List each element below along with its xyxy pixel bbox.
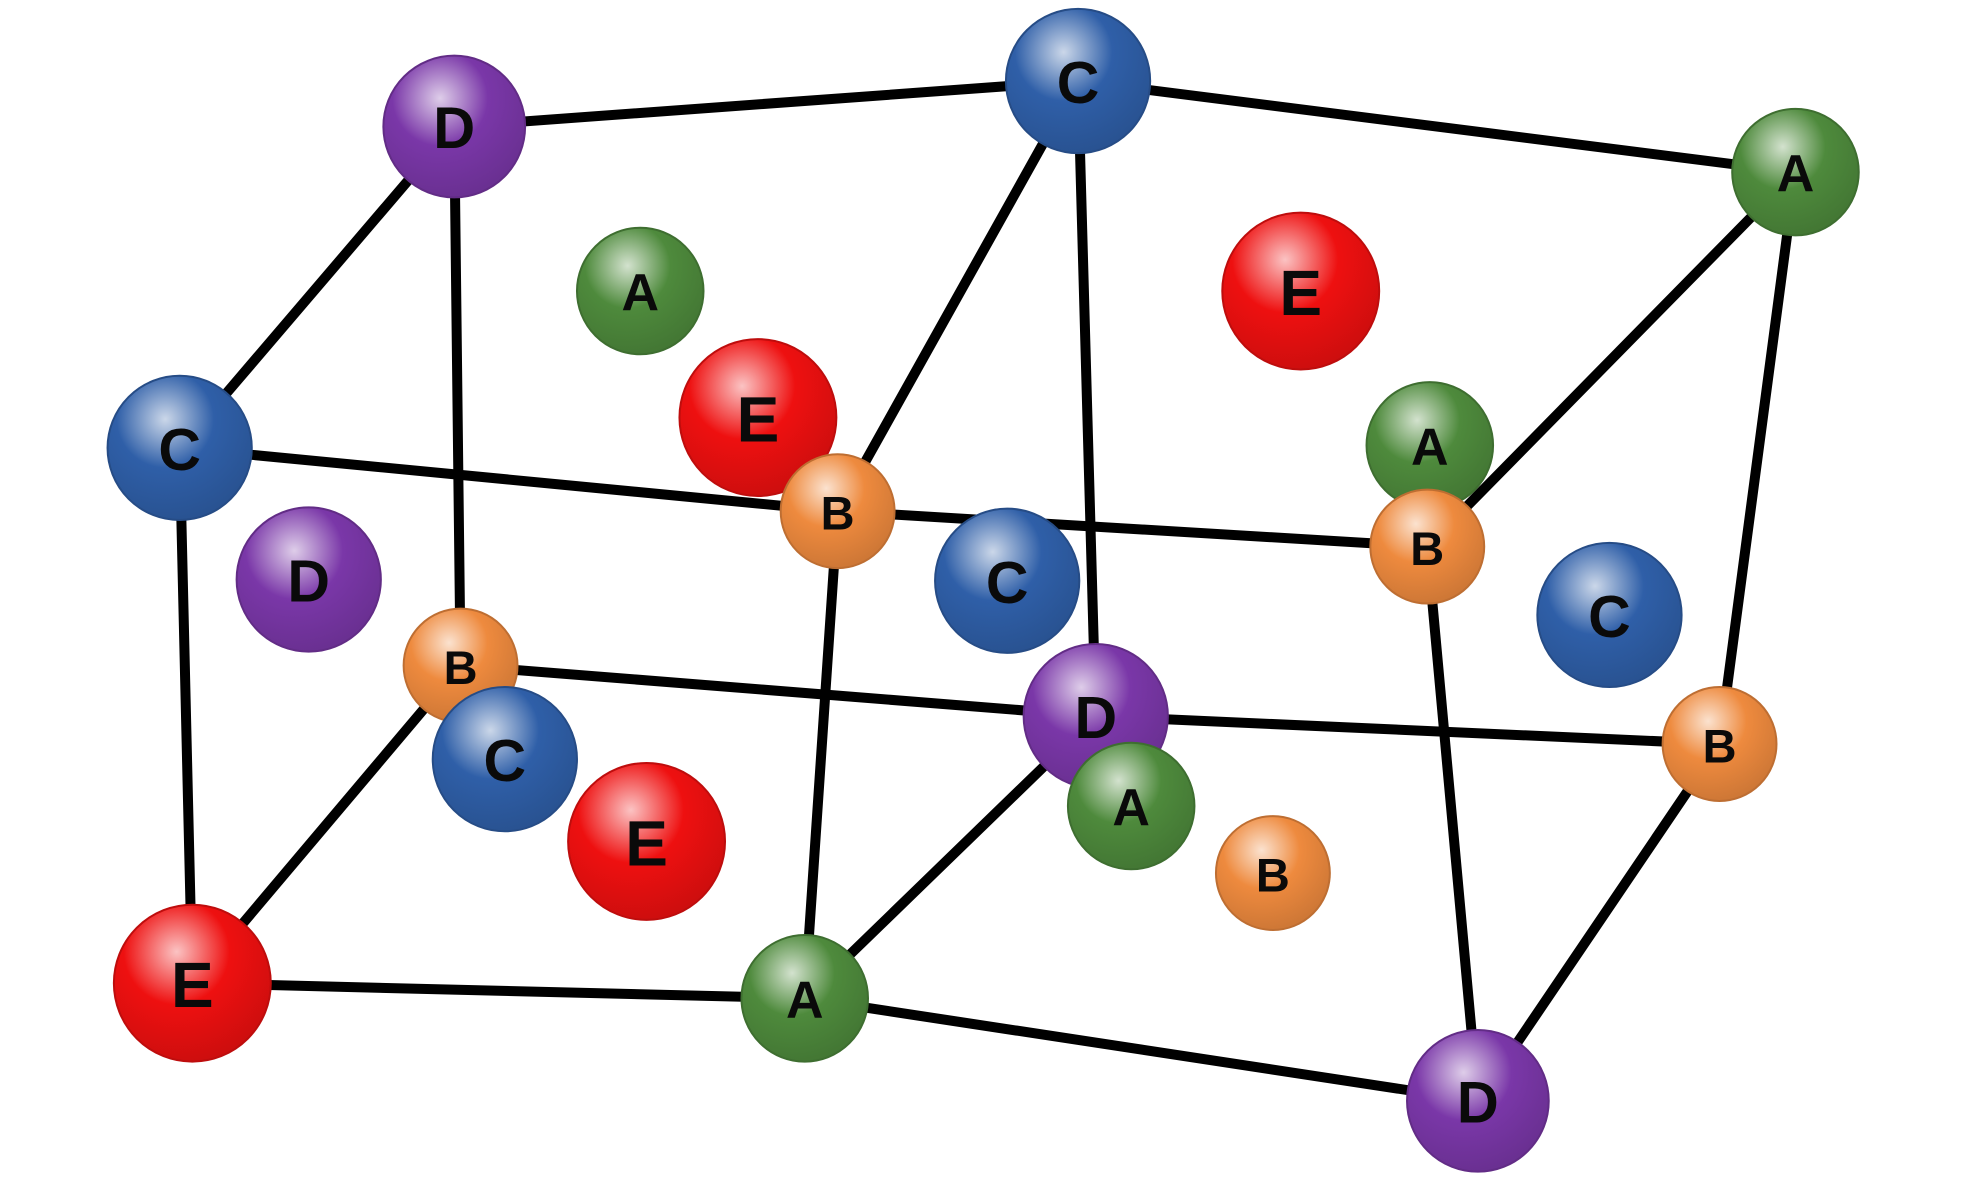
- atom-label: B: [1256, 849, 1290, 902]
- atom-a: A: [1731, 107, 1860, 237]
- atom-a: A: [740, 934, 869, 1063]
- atom-label: E: [737, 384, 780, 456]
- atom-sphere: [934, 507, 1081, 654]
- atom-label: B: [444, 641, 478, 694]
- atom-label: B: [1410, 522, 1444, 575]
- atom-d: D: [382, 54, 527, 199]
- atom-label: D: [433, 96, 475, 161]
- atom-e: E: [678, 338, 838, 498]
- atom-sphere: [1004, 7, 1152, 155]
- atom-label: A: [1112, 779, 1150, 837]
- atom-c: C: [1536, 541, 1683, 689]
- bond-n9-n22: [799, 506, 843, 1004]
- atom-b: B: [1661, 686, 1778, 802]
- bond-n7-n21: [174, 442, 198, 989]
- atom-e: E: [567, 761, 727, 921]
- atom-label: C: [484, 728, 527, 794]
- atom-label: B: [1703, 720, 1737, 773]
- atom-a: A: [575, 226, 705, 356]
- bond-n1-n14: [449, 121, 466, 671]
- atom-e: E: [112, 903, 272, 1063]
- atom-sphere: [382, 54, 527, 199]
- atom-sphere: [1369, 488, 1486, 605]
- atom-label: A: [786, 971, 824, 1029]
- atom-label: A: [1777, 145, 1815, 203]
- atom-e: E: [1221, 211, 1381, 371]
- atom-label: D: [287, 549, 330, 615]
- bond-n15-n17: [1090, 711, 1725, 749]
- bond-n2-n15: [1073, 75, 1101, 722]
- atom-c: C: [1004, 7, 1152, 155]
- bond-n22-n23: [799, 993, 1483, 1106]
- bond-n3-n12: [1422, 167, 1801, 552]
- atom-label: E: [171, 949, 214, 1021]
- atom-label: C: [1057, 50, 1100, 116]
- atom-b: B: [779, 453, 896, 570]
- atom-sphere: [431, 686, 578, 833]
- atom-sphere: [1221, 211, 1381, 371]
- atom-label: C: [158, 417, 201, 483]
- bond-n14-n15: [455, 660, 1101, 722]
- bond-n7-n9: [174, 442, 843, 517]
- atom-label: E: [1279, 257, 1322, 329]
- atom-label: E: [625, 807, 668, 879]
- atom-label: A: [621, 264, 659, 322]
- atom-sphere: [779, 453, 896, 570]
- atom-sphere: [106, 374, 253, 522]
- atom-sphere: [112, 903, 272, 1063]
- atom-sphere: [567, 761, 727, 921]
- atom-sphere: [1066, 741, 1196, 871]
- atom-c: C: [106, 374, 253, 522]
- atom-c: C: [934, 507, 1081, 654]
- atom-label: C: [1588, 584, 1631, 650]
- bond-n3-n17: [1714, 167, 1801, 749]
- bond-n9-n12: [832, 506, 1433, 552]
- atom-sphere: [740, 934, 869, 1063]
- atom-b: B: [1369, 488, 1486, 605]
- bond-n2-n3: [1073, 75, 1801, 178]
- atom-sphere: [1731, 107, 1860, 237]
- atom-b: B: [1214, 815, 1331, 931]
- atom-sphere: [1406, 1028, 1550, 1173]
- bond-n1-n2: [449, 75, 1084, 132]
- atom-sphere: [1536, 541, 1683, 689]
- atom-sphere: [1661, 686, 1778, 802]
- atom-label: A: [1411, 418, 1449, 476]
- atom-a: A: [1066, 741, 1196, 871]
- bond-n2-n9: [832, 75, 1084, 517]
- atom-label: D: [1074, 685, 1117, 751]
- bond-n21-n22: [187, 978, 810, 1004]
- atom-sphere: [575, 226, 705, 356]
- atom-d: D: [1406, 1028, 1550, 1173]
- bond-n12-n23: [1422, 541, 1483, 1106]
- atom-label: C: [986, 550, 1029, 616]
- atom-sphere: [1214, 815, 1331, 931]
- atom-d: D: [235, 506, 382, 653]
- atom-sphere: [678, 338, 838, 498]
- atom-sphere: [235, 506, 382, 653]
- atom-c: C: [431, 686, 578, 833]
- atom-label: B: [821, 487, 855, 540]
- atom-label: D: [1457, 1070, 1499, 1135]
